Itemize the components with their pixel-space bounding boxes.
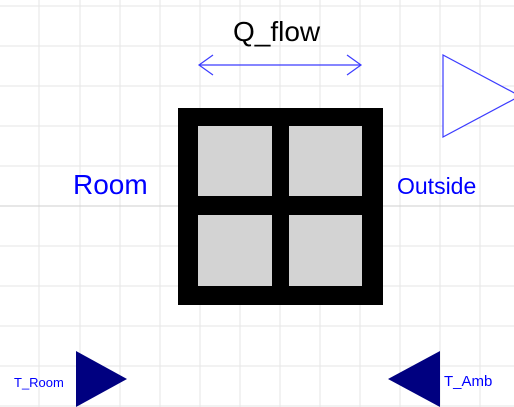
hollow-triangle-icon[interactable] (442, 54, 514, 138)
filled-triangle-right-icon[interactable] (76, 351, 127, 407)
filled-triangle-left-icon[interactable] (388, 351, 440, 407)
window-pane (289, 126, 362, 196)
window-pane (198, 215, 272, 286)
window-icon (178, 108, 383, 305)
t-room-label: T_Room (14, 375, 64, 390)
double-headed-arrow-icon (197, 54, 363, 76)
room-label: Room (73, 169, 148, 200)
t-amb-label: T_Amb (444, 373, 493, 390)
q-flow-label: Q_flow (233, 16, 321, 47)
window-pane (289, 215, 362, 286)
outside-label: Outside (397, 173, 477, 199)
window-pane (198, 126, 272, 196)
